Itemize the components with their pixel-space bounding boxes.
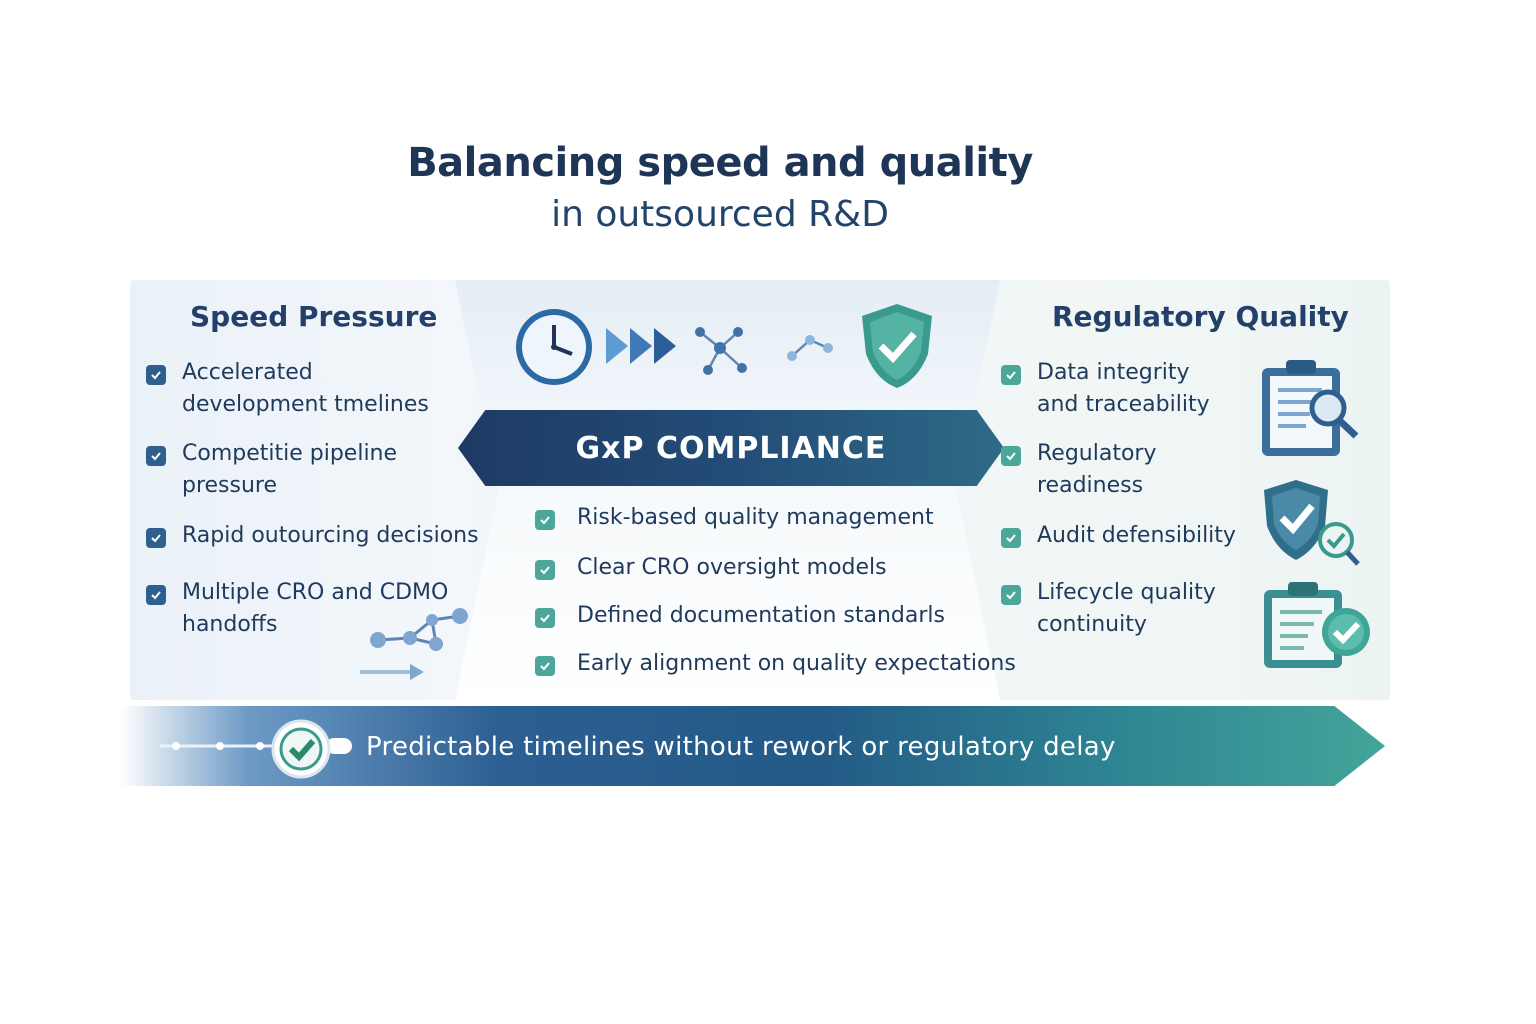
center-item-2: Clear CRO oversight models bbox=[535, 552, 887, 584]
left-item-3: Rapid outourcing decisions bbox=[146, 520, 479, 552]
clipboard-check-icon bbox=[1264, 582, 1370, 668]
checkbox-icon bbox=[535, 510, 555, 530]
fast-forward-icon bbox=[606, 328, 676, 364]
checkbox-icon bbox=[1001, 446, 1021, 466]
checkbox-icon bbox=[1001, 528, 1021, 548]
gxp-banner bbox=[458, 410, 1004, 486]
checkbox-icon bbox=[146, 585, 166, 605]
checkbox-icon bbox=[146, 528, 166, 548]
checkbox-icon bbox=[535, 608, 555, 628]
title-line-2: in outsourced R&D bbox=[551, 194, 889, 235]
checkbox-icon bbox=[1001, 365, 1021, 385]
checkbox-icon bbox=[146, 446, 166, 466]
shield-check-icon bbox=[1264, 480, 1360, 566]
molecule-icon bbox=[695, 327, 833, 375]
clipboard-search-icon bbox=[1262, 360, 1359, 456]
title-line-1: Balancing speed and quality bbox=[407, 140, 1033, 186]
center-item-1: Risk-based quality management bbox=[535, 502, 934, 534]
center-item-3: Defined documentation standarls bbox=[535, 600, 945, 632]
checkbox-icon bbox=[146, 365, 166, 385]
checkbox-icon bbox=[535, 656, 555, 676]
title-block: Balancing speed and quality in outsource… bbox=[0, 140, 1440, 235]
checkbox-icon bbox=[1001, 585, 1021, 605]
checkbox-icon bbox=[535, 560, 555, 580]
check-circle-icon bbox=[271, 719, 331, 779]
shield-check-icon bbox=[862, 304, 932, 388]
center-item-4: Early alignment on quality expectations bbox=[535, 648, 1016, 680]
outcome-statement: Predictable timelines without rework or … bbox=[366, 732, 1116, 762]
network-icon bbox=[360, 608, 468, 680]
clock-icon bbox=[516, 309, 592, 385]
speed-pressure-title: Speed Pressure bbox=[190, 300, 438, 333]
progress-line bbox=[160, 738, 352, 754]
regulatory-quality-title: Regulatory Quality bbox=[1052, 300, 1349, 333]
right-item-3: Audit defensibility bbox=[1001, 520, 1236, 552]
gxp-banner-label: GxP COMPLIANCE bbox=[575, 430, 887, 466]
